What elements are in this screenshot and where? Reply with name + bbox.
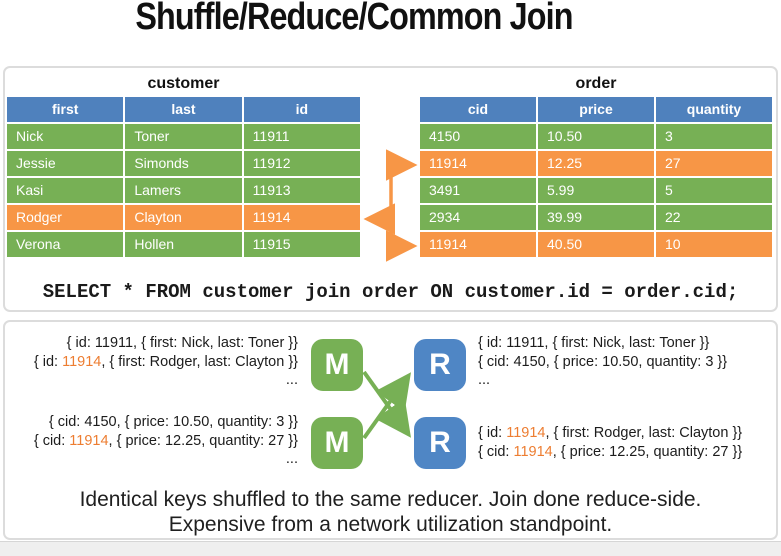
table-cell: Simonds (125, 151, 242, 176)
order-table: cid price quantity 4150 10.50 3 11914 12… (420, 97, 772, 257)
table-cell: Jessie (7, 151, 124, 176)
table-cell: 10.50 (538, 124, 654, 149)
column-header: quantity (656, 97, 772, 122)
record-line: { id: 11914, { first: Rodger, last: Clay… (478, 425, 743, 441)
table-cell: 11912 (243, 151, 360, 176)
ellipsis: ... (285, 372, 298, 388)
table-cell-highlighted: 27 (656, 151, 772, 176)
order-table-title: order (575, 75, 617, 92)
table-cell-highlighted: 10 (656, 232, 772, 257)
table-cell-highlighted: 11914 (420, 151, 536, 176)
record-line: { cid: 4150, { price: 10.50, quantity: 3… (48, 414, 298, 430)
customer-table-title: customer (147, 75, 220, 92)
footer-strip (0, 541, 781, 556)
table-cell: 5 (656, 178, 772, 203)
table-cell: Verona (7, 232, 124, 257)
table-cell: 11913 (243, 178, 360, 203)
table-cell: 5.99 (538, 178, 654, 203)
table-cell: 3491 (420, 178, 536, 203)
map2-input-records: { cid: 4150, { price: 10.50, quantity: 3… (20, 413, 298, 469)
column-header: last (125, 97, 242, 122)
table-cell: 22 (656, 205, 772, 230)
table-cell: Nick (7, 124, 124, 149)
table-cell: 39.99 (538, 205, 654, 230)
table-cell: 2934 (420, 205, 536, 230)
reducer-label: R (429, 348, 451, 381)
table-cell: 11915 (243, 232, 360, 257)
record-line: { id: 11911, { first: Nick, last: Toner … (478, 335, 710, 351)
sql-statement: SELECT * FROM customer join order ON cus… (42, 281, 739, 303)
table-cell: Kasi (7, 178, 124, 203)
record-line: { id: 11911, { first: Nick, last: Toner … (66, 335, 298, 351)
table-cell-highlighted: Rodger (7, 205, 124, 230)
mapper-label: M (324, 426, 350, 459)
table-cell: 11911 (243, 124, 360, 149)
mapper-box-2: M (311, 417, 363, 469)
table-cell-highlighted: 12.25 (538, 151, 654, 176)
record-line: { id: 11914, { first: Rodger, last: Clay… (33, 353, 298, 370)
table-cell: 3 (656, 124, 772, 149)
reducer2-output-records: { id: 11914, { first: Rodger, last: Clay… (478, 424, 742, 461)
column-header: first (7, 97, 124, 122)
page-title: Shuffle/Reduce/Common Join (135, 0, 573, 38)
mapper-box-1: M (311, 339, 363, 391)
table-cell-highlighted: 11914 (243, 205, 360, 230)
caption: Identical keys shuffled to the same redu… (0, 487, 781, 537)
reducer-label: R (429, 426, 451, 459)
caption-line-1: Identical keys shuffled to the same redu… (79, 488, 702, 511)
column-header: price (538, 97, 654, 122)
table-cell: Hollen (125, 232, 242, 257)
customer-table: first last id Nick Toner 11911 Jessie Si… (7, 97, 360, 257)
caption-line-2: Expensive from a network utilization sta… (168, 513, 613, 536)
ellipsis: ... (478, 372, 491, 388)
reducer-box-1: R (414, 339, 466, 391)
table-cell-highlighted: 11914 (420, 232, 536, 257)
map1-input-records: { id: 11911, { first: Nick, last: Toner … (20, 334, 298, 390)
column-header: id (243, 97, 360, 122)
column-header: cid (420, 97, 536, 122)
table-cell: Toner (125, 124, 242, 149)
table-cell-highlighted: Clayton (125, 205, 242, 230)
table-cell: 4150 (420, 124, 536, 149)
table-cell-highlighted: 40.50 (538, 232, 654, 257)
record-line: { cid: 11914, { price: 12.25, quantity: … (478, 443, 743, 460)
record-line: { cid: 4150, { price: 10.50, quantity: 3… (478, 353, 728, 370)
table-cell: Lamers (125, 178, 242, 203)
record-line: { cid: 11914, { price: 12.25, quantity: … (33, 432, 298, 449)
mapper-label: M (324, 348, 350, 381)
ellipsis: ... (285, 451, 298, 467)
reducer-box-2: R (414, 417, 466, 469)
reducer1-output-records: { id: 11911, { first: Nick, last: Toner … (478, 334, 727, 390)
